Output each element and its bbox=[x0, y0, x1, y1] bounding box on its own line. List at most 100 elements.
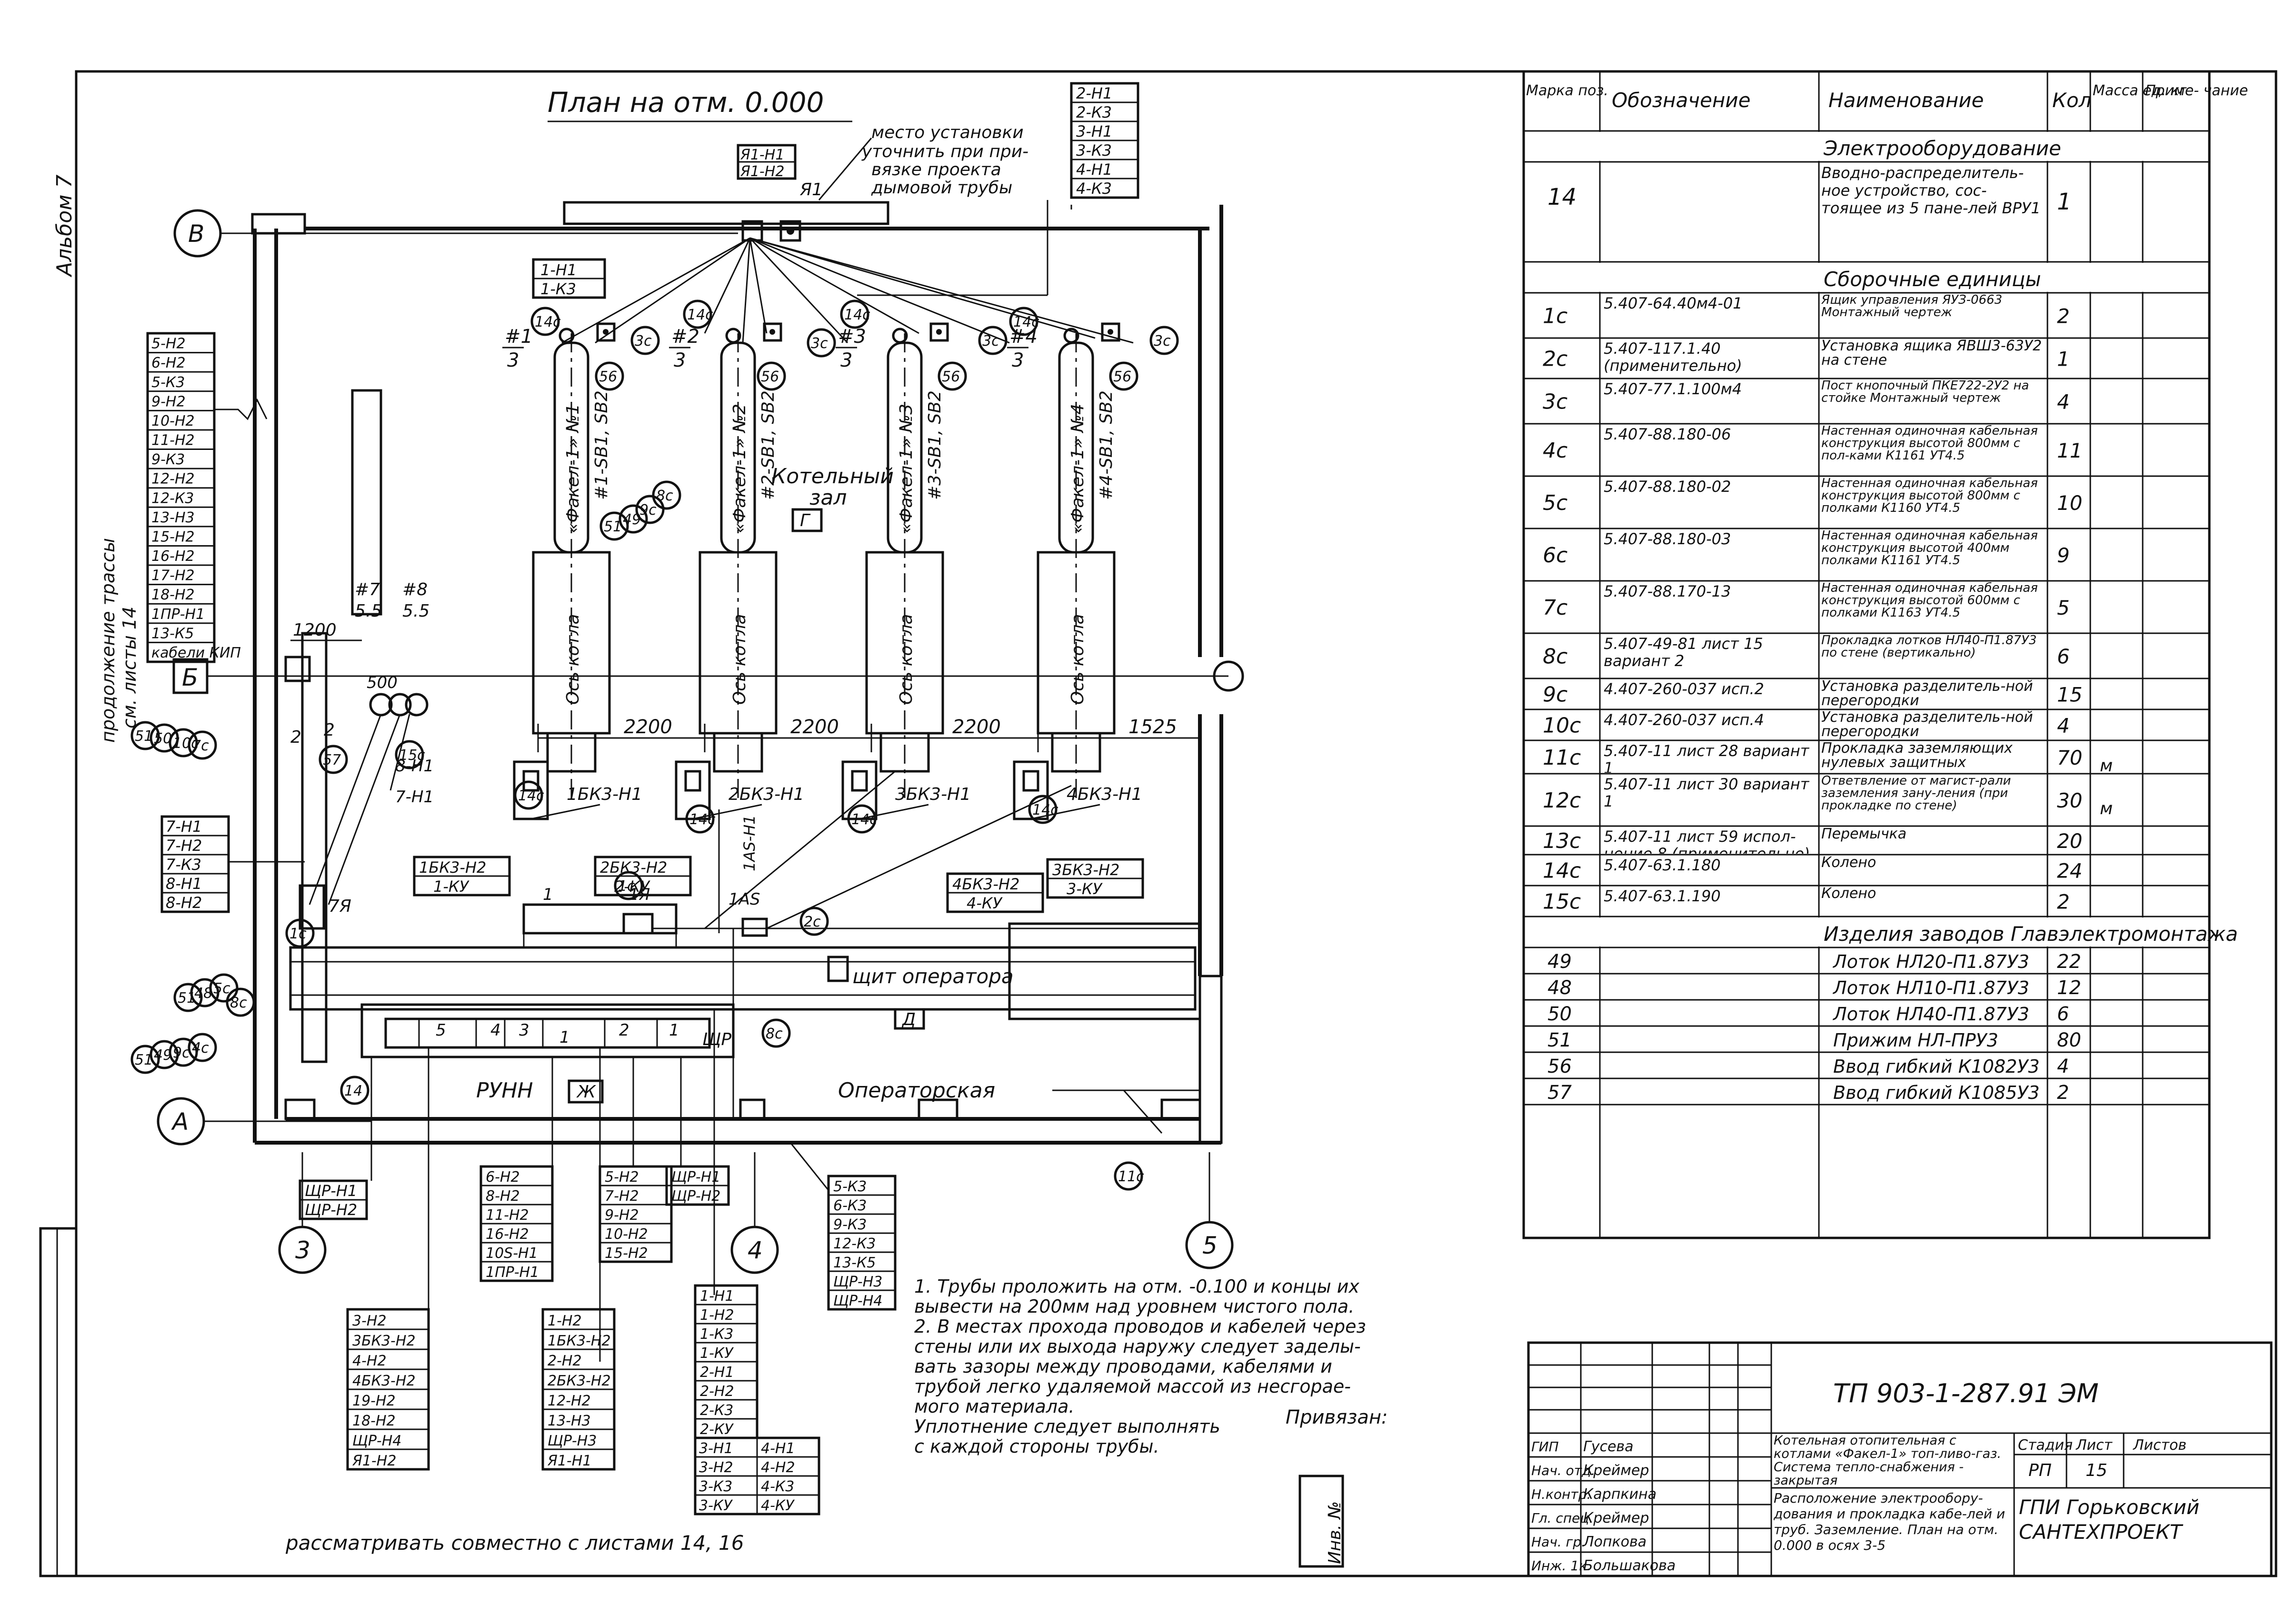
trace-tag: 9-К3 bbox=[151, 451, 185, 468]
callout-bubble: 3с bbox=[978, 326, 1008, 355]
spec-designation: 5.407-64.40м4-01 bbox=[1604, 295, 1743, 312]
trace-tag: 8-Н2 bbox=[166, 894, 202, 912]
trace-tag: 8-Н1 bbox=[166, 875, 202, 893]
callout-text: 4с bbox=[192, 1040, 209, 1057]
chimney-note-line: уточнить при при- bbox=[861, 142, 1028, 161]
tag-1k3: 1-К3 bbox=[540, 280, 576, 298]
bottom-tag: 1-Н2 bbox=[548, 1313, 582, 1329]
callout-bubble: 14с bbox=[1028, 795, 1058, 824]
note-line: с каждой стороны трубы. bbox=[914, 1436, 1159, 1457]
runn-label: РУНН bbox=[476, 1078, 533, 1103]
stamp-title-2: Расположение электрообору-дования и прок… bbox=[1774, 1490, 2006, 1553]
spec-name: Настенная одиночная кабельная конструкци… bbox=[1821, 477, 2038, 515]
panel-number: 4 bbox=[490, 1021, 501, 1040]
spec-qty: 6 bbox=[2057, 645, 2070, 668]
boiler-axis: Ось котла bbox=[897, 614, 916, 705]
panel-number: 2 bbox=[619, 1021, 629, 1040]
axis-label-a: А bbox=[171, 1108, 189, 1136]
trace-tag: 12-Н2 bbox=[151, 471, 195, 488]
callout-text: 14с bbox=[1013, 314, 1039, 330]
spec-mark: 14с bbox=[1543, 859, 1581, 883]
trace-tag: 5-Н2 bbox=[151, 336, 186, 352]
spec-name: Прокладка заземляющих нулевых защитных п… bbox=[1821, 741, 2013, 773]
stamp-role: Гл. спец. bbox=[1531, 1510, 1593, 1526]
stamp-header: Листов bbox=[2133, 1437, 2186, 1454]
chimney-tag: 3-К3 bbox=[1076, 141, 1112, 160]
privyazan-label: Привязан: bbox=[1286, 1406, 1388, 1428]
callout-bubble: 9с bbox=[169, 1037, 198, 1067]
bottom-tag: 2-Н2 bbox=[700, 1383, 734, 1400]
bottom-tag: 3БК3-Н2 bbox=[352, 1333, 416, 1349]
stamp-header: Лист bbox=[2076, 1437, 2113, 1454]
spec-name: Настенная одиночная кабельная конструкци… bbox=[1821, 582, 2038, 620]
spec-mark: 57 bbox=[1547, 1082, 1572, 1104]
ya1-label: Я1 bbox=[799, 180, 823, 199]
callout-text: 56 bbox=[942, 369, 960, 385]
kz-label: 1БК3-Н1 bbox=[567, 785, 642, 804]
label-7-sub: 5.5 bbox=[355, 601, 382, 621]
spec-qty: 2 bbox=[2057, 890, 2070, 914]
dim-2: 2 bbox=[324, 720, 335, 740]
ku-tag: 3БК3-Н2 bbox=[1052, 861, 1119, 879]
middle-cluster: 1 1Я 1АS-Н1 1АS bbox=[522, 770, 1072, 947]
boiler-sub: 3 bbox=[1012, 349, 1024, 371]
trace-tag: 12-К3 bbox=[151, 490, 194, 507]
chimney-tag: Я1-Н2 bbox=[740, 163, 784, 180]
spec-qty: 2 bbox=[2057, 305, 2070, 328]
spec-mark: 13с bbox=[1543, 829, 1581, 853]
callout-text: 51 bbox=[604, 518, 622, 535]
spec-designation: 5.407-117.1.40 (применительно) bbox=[1604, 340, 1742, 375]
callout-bubble: 1с bbox=[614, 871, 643, 900]
label-1: 1 bbox=[543, 885, 553, 904]
spec-name: Прижим НЛ-ПРУ3 bbox=[1833, 1030, 1998, 1051]
bottom-tag: 8-Н2 bbox=[486, 1188, 520, 1205]
spec-qty: 4 bbox=[2057, 390, 2070, 414]
shr-label: ЩР bbox=[702, 1030, 731, 1049]
trace-tag: 13-К5 bbox=[151, 625, 194, 642]
callout-text: 14с bbox=[851, 811, 878, 828]
chimney-note-line: дымовой трубы bbox=[871, 178, 1012, 198]
bottom-tag: 2-К3 bbox=[700, 1402, 733, 1419]
chimney-tag: 2-Н1 bbox=[1076, 84, 1112, 102]
callout-text: 3с bbox=[982, 333, 999, 349]
spec-name: Ответвление от магист-рали заземления за… bbox=[1821, 775, 2011, 813]
bottom-tag: 13-К5 bbox=[833, 1255, 876, 1271]
inv-label: Инв. № bbox=[1325, 1501, 1345, 1564]
spec-note: м bbox=[2100, 756, 2113, 776]
boiler-name: «Факел-1» №3 bbox=[897, 404, 916, 533]
stamp-stadia: РП bbox=[2028, 1461, 2052, 1480]
spec-mark: 48 bbox=[1547, 977, 1572, 999]
spec-name: Колено bbox=[1821, 856, 1877, 871]
spec-mark: 10с bbox=[1543, 714, 1581, 738]
spec-header: Наименование bbox=[1828, 89, 1984, 112]
boiler-hall-label: зал bbox=[809, 486, 847, 510]
callout-bubble: 14с bbox=[683, 299, 713, 329]
axis-label-4: 4 bbox=[748, 1236, 763, 1264]
chimney-tag: 4-Н1 bbox=[1076, 160, 1112, 179]
bottom-tag-boxes: ЩР-Н1ЩР-Н23-Н23БК3-Н24-Н24БК3-Н219-Н218-… bbox=[299, 1165, 897, 1515]
sheet-frame bbox=[75, 70, 2277, 1577]
boiler-number: #1 bbox=[505, 326, 533, 348]
spec-name: Ввод гибкий К1085У3 bbox=[1833, 1082, 2040, 1103]
callout-text: 11с bbox=[1118, 1168, 1144, 1185]
bottom-tag: 6-К3 bbox=[833, 1197, 867, 1214]
spec-mark: 1с bbox=[1543, 304, 1567, 329]
boiler-axis: Ось котла bbox=[1068, 614, 1088, 705]
bottom-tag: 4-К3 bbox=[761, 1478, 794, 1495]
boiler-sb: #4-SB1, SB2 bbox=[1097, 390, 1116, 500]
spec-designation: 5.407-88.180-06 bbox=[1604, 426, 1731, 443]
callout-bubble: 9с bbox=[635, 495, 665, 524]
dim-1200: 1200 bbox=[293, 620, 337, 640]
spec-designation: 4.407-260-037 исп.2 bbox=[1604, 680, 1764, 698]
trace-tag: 7-Н2 bbox=[166, 837, 202, 855]
bottom-tag: 5-К3 bbox=[833, 1178, 867, 1195]
boiler-name: «Факел-1» №1 bbox=[563, 404, 583, 533]
callout-text: 3с bbox=[635, 333, 652, 349]
bottom-tag: 1БК3-Н2 bbox=[548, 1333, 611, 1349]
callout-bubble: 56 bbox=[938, 361, 967, 391]
spec-designation: 5.407-88.180-03 bbox=[1604, 530, 1731, 548]
spec-mark: 6с bbox=[1543, 543, 1567, 568]
spec-mark: 2с bbox=[1543, 347, 1567, 371]
callout-bubble: 56 bbox=[1109, 361, 1138, 391]
